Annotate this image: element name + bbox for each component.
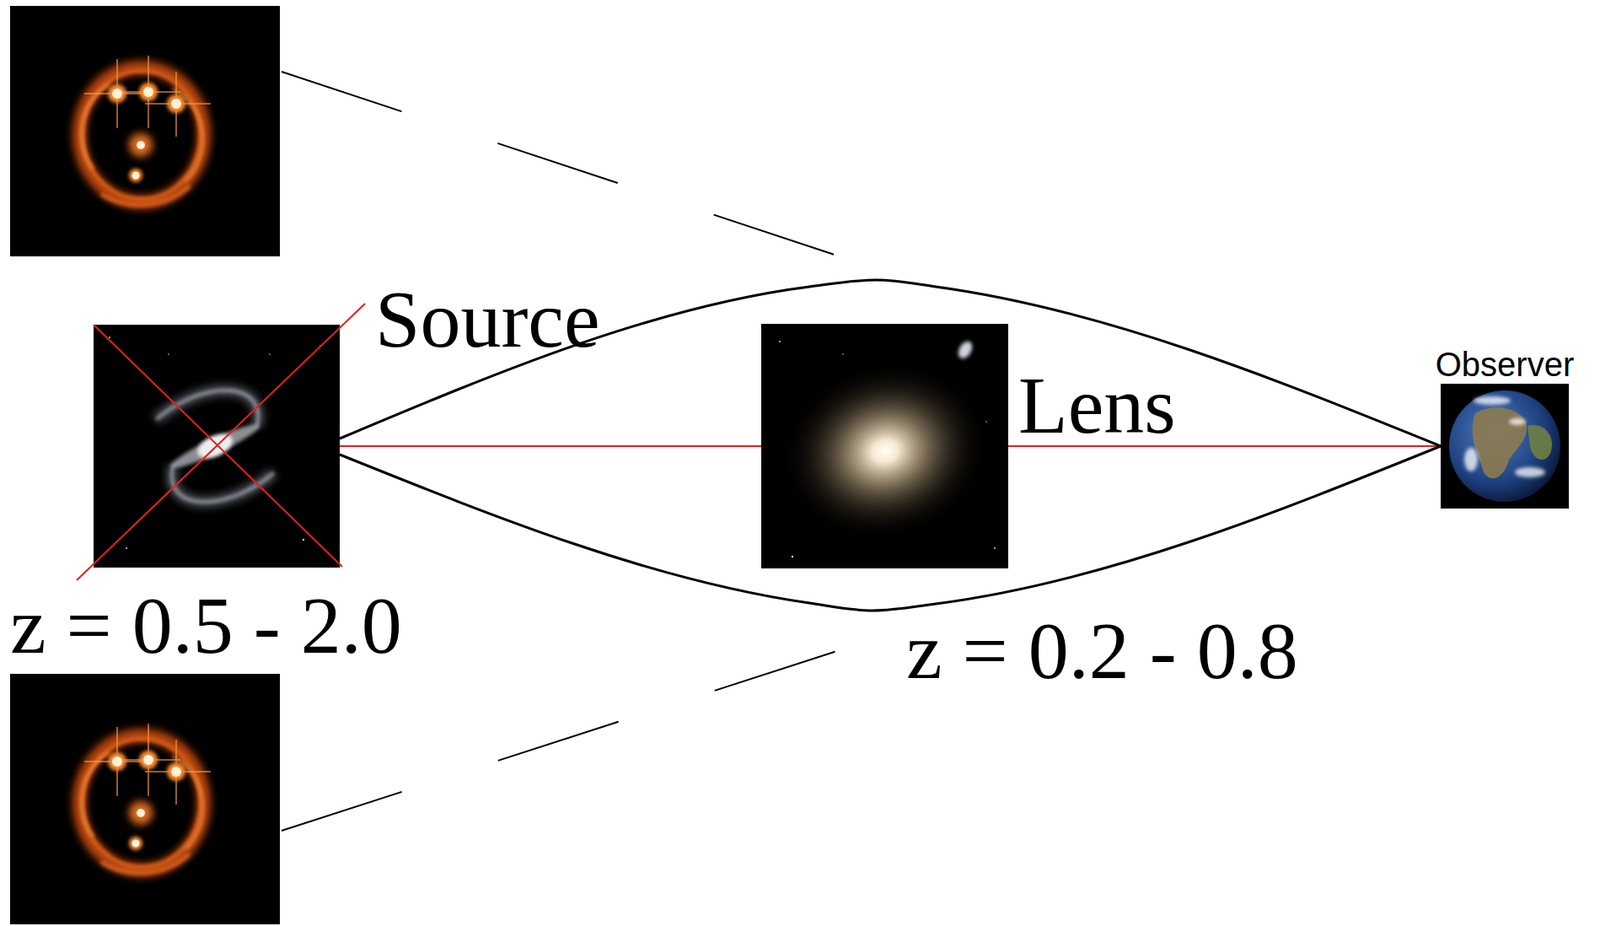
node-label: Observer [1435, 347, 1575, 382]
einstein-ring-image [10, 5, 280, 257]
lens-node: Lensz = 0.2 - 0.8 [761, 323, 1009, 569]
redshift-label: z = 0.2 - 0.8 [906, 618, 1299, 684]
light-ray [339, 445, 1441, 611]
redshift-label: z = 0.5 - 2.0 [10, 593, 403, 659]
label-holder: z = 0.2 - 0.8 [906, 618, 1299, 684]
light-ray [339, 279, 1441, 446]
node-label: Lens [1018, 373, 1176, 439]
earth-image [1440, 383, 1569, 509]
node-label: Source [375, 287, 601, 353]
einstein-ring-image [10, 673, 280, 924]
label-holder: z = 0.5 - 2.0 [10, 593, 403, 659]
label-holder: Observer [1435, 347, 1575, 382]
observer-node: Observer [1440, 383, 1569, 509]
source-galaxy-image [76, 303, 366, 580]
line-of-sight [1008, 445, 1441, 447]
source-node: Sourcez = 0.5 - 2.0 [93, 324, 340, 568]
label-holder: Lens [1018, 373, 1176, 439]
label-holder: Source [375, 287, 601, 353]
dashed-ray [281, 71, 876, 831]
line-of-sight [339, 445, 762, 447]
lens-galaxy-image [760, 323, 1010, 569]
